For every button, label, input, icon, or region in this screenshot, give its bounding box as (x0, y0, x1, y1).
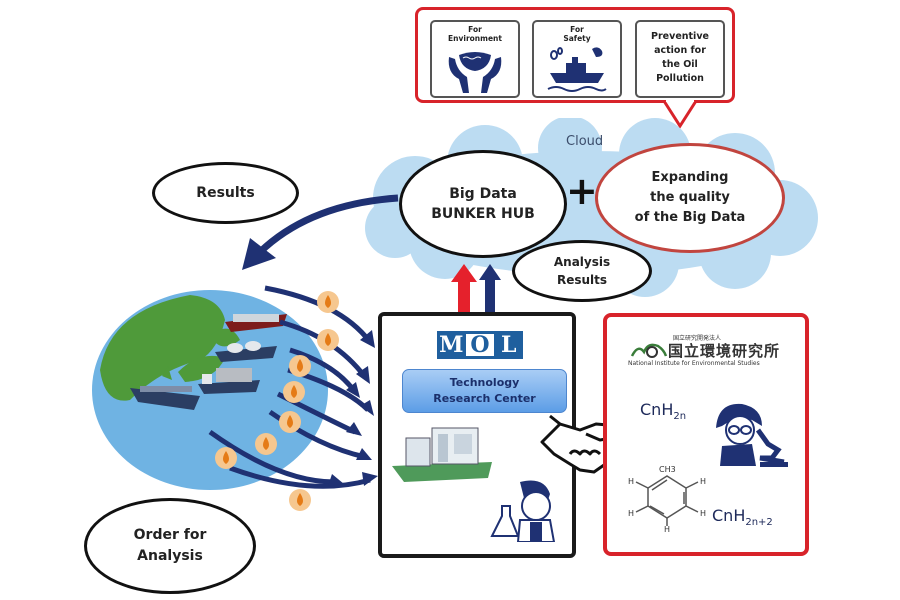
ship-container (198, 368, 260, 394)
svg-text:H: H (700, 509, 706, 518)
order-line1: Order for (133, 527, 207, 543)
svg-text:H: H (628, 509, 634, 518)
methyl-label: CH3 (659, 465, 676, 474)
droplet-icon (289, 355, 311, 377)
analysis-results-line2: Results (556, 273, 608, 287)
nies-en-name: National Institute for Environmental Stu… (628, 360, 760, 367)
droplet-icon (279, 411, 301, 433)
nies-jp-prefix: 国立研究開発法人 (673, 335, 722, 342)
cloud-label: Cloud (566, 134, 604, 149)
formula-alkane-sub: 2n+2 (745, 517, 773, 529)
hands-water-icon (448, 52, 502, 93)
formula-alkene-base: CnH (640, 400, 674, 419)
nies-jp-name: 国立環境研究所 (668, 342, 781, 360)
hub-line2: BUNKER HUB (431, 206, 535, 222)
order-line2: Analysis (137, 548, 203, 564)
formula-alkene: CnH2n (640, 400, 686, 422)
mol-logo-m: M (437, 331, 466, 359)
droplet-icon (255, 433, 277, 455)
research-building-icon (392, 427, 492, 482)
navy-up-arrow (479, 264, 501, 314)
scientist-flask-icon (490, 480, 556, 542)
tile-oil-line4: Pollution (656, 73, 704, 84)
droplet-icon (283, 381, 305, 403)
hub-line1: Big Data (449, 186, 517, 202)
plus-sign: + (566, 169, 598, 213)
formula-alkane-base: CnH (712, 506, 746, 525)
ship-gas-carrier (215, 341, 277, 362)
formula-alkane: CnH2n+2 (712, 506, 773, 528)
trc-line1: Technology (449, 376, 520, 389)
island-north (210, 328, 240, 347)
expanding-quality-bubble: Expanding the quality of the Big Data (595, 143, 785, 253)
upload-arrows (451, 264, 501, 314)
expanding-line1: Expanding (651, 170, 729, 185)
callout-pointer (662, 100, 698, 129)
nies-logo-icon (630, 343, 668, 358)
ship-safety-icon (547, 47, 607, 92)
island-main (178, 355, 225, 382)
expanding-line3: of the Big Data (634, 210, 746, 225)
tile-safety-line2: Safety (563, 34, 591, 43)
results-return-arrow (242, 194, 399, 270)
svg-text:H: H (664, 525, 670, 532)
svg-text:H: H (700, 477, 706, 486)
trc-line2: Research Center (433, 392, 536, 405)
droplet-icon (317, 291, 339, 313)
tile-oil-line2: action for (654, 45, 706, 56)
ship-lng (225, 314, 287, 332)
tile-environment-line2: Environment (448, 34, 502, 43)
tile-oil-line1: Preventive (651, 31, 709, 42)
tile-safety-line1: For (570, 25, 584, 34)
tile-oil-line3: the Oil (662, 59, 698, 70)
mol-logo-l: L (494, 331, 524, 359)
results-bubble: Results (152, 162, 299, 224)
tile-environment-line1: For (468, 25, 482, 34)
mol-logo: M O L (437, 331, 524, 359)
ship-tanker (130, 386, 200, 410)
formula-alkene-sub: 2n (673, 411, 687, 423)
droplet-icon (215, 447, 237, 469)
nies-research-box (603, 313, 809, 556)
fuel-droplets (215, 291, 339, 511)
droplet-icon (289, 489, 311, 511)
tile-oil-pollution: Preventive action for the Oil Pollution (635, 20, 725, 98)
expanding-line2: the quality (650, 190, 730, 205)
scientist-microscope-icon (716, 403, 788, 467)
droplet-icon (317, 329, 339, 351)
toluene-molecule-diagram: CH3 H H H H H (628, 465, 706, 532)
analysis-results-line1: Analysis (553, 255, 611, 269)
svg-text:H: H (628, 477, 634, 486)
mol-logo-o: O (465, 331, 495, 359)
red-up-arrow (451, 264, 477, 314)
continent (100, 295, 225, 401)
order-flow-arrows (208, 285, 378, 511)
